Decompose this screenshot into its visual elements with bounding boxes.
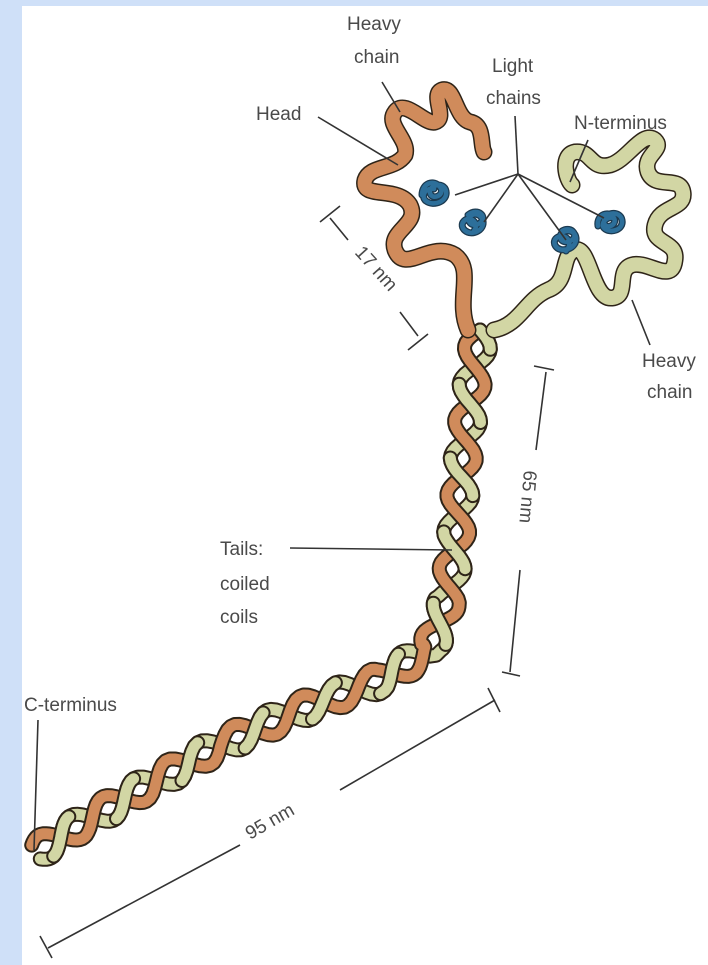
leader-light-hub-1 xyxy=(455,174,518,195)
label-light-chains-1: Light xyxy=(492,56,534,77)
label-heavy-chain-top-1: Heavy xyxy=(347,14,401,35)
label-tails-2: coiled xyxy=(220,574,270,595)
head-left xyxy=(365,90,484,330)
label-65nm: 65 nm xyxy=(514,470,540,524)
head-right xyxy=(494,138,683,330)
leader-light-hub-2 xyxy=(484,174,518,222)
label-heavy-chain-right-1: Heavy xyxy=(642,351,696,372)
label-heavy-chain-right-2: chain xyxy=(647,382,692,403)
label-c-terminus: C-terminus xyxy=(24,695,117,716)
label-tails-1: Tails: xyxy=(220,539,263,560)
light-chain-2 xyxy=(462,212,483,233)
leader-heavy-chain-right xyxy=(632,300,650,345)
label-light-chains-2: chains xyxy=(486,88,541,109)
label-tails-3: coils xyxy=(220,607,258,628)
light-chain-1 xyxy=(422,183,446,204)
label-95nm: 95 nm xyxy=(242,800,298,845)
label-head: Head xyxy=(256,104,301,125)
leader-light-label xyxy=(515,116,518,174)
heavy-chain-head-left xyxy=(365,90,484,330)
light-chains xyxy=(422,183,622,251)
leader-lines xyxy=(34,82,650,850)
leader-tails xyxy=(290,548,452,550)
leader-light-hub-3 xyxy=(518,174,566,240)
label-n-terminus: N-terminus xyxy=(574,113,667,134)
label-heavy-chain-top-2: chain xyxy=(354,47,399,68)
